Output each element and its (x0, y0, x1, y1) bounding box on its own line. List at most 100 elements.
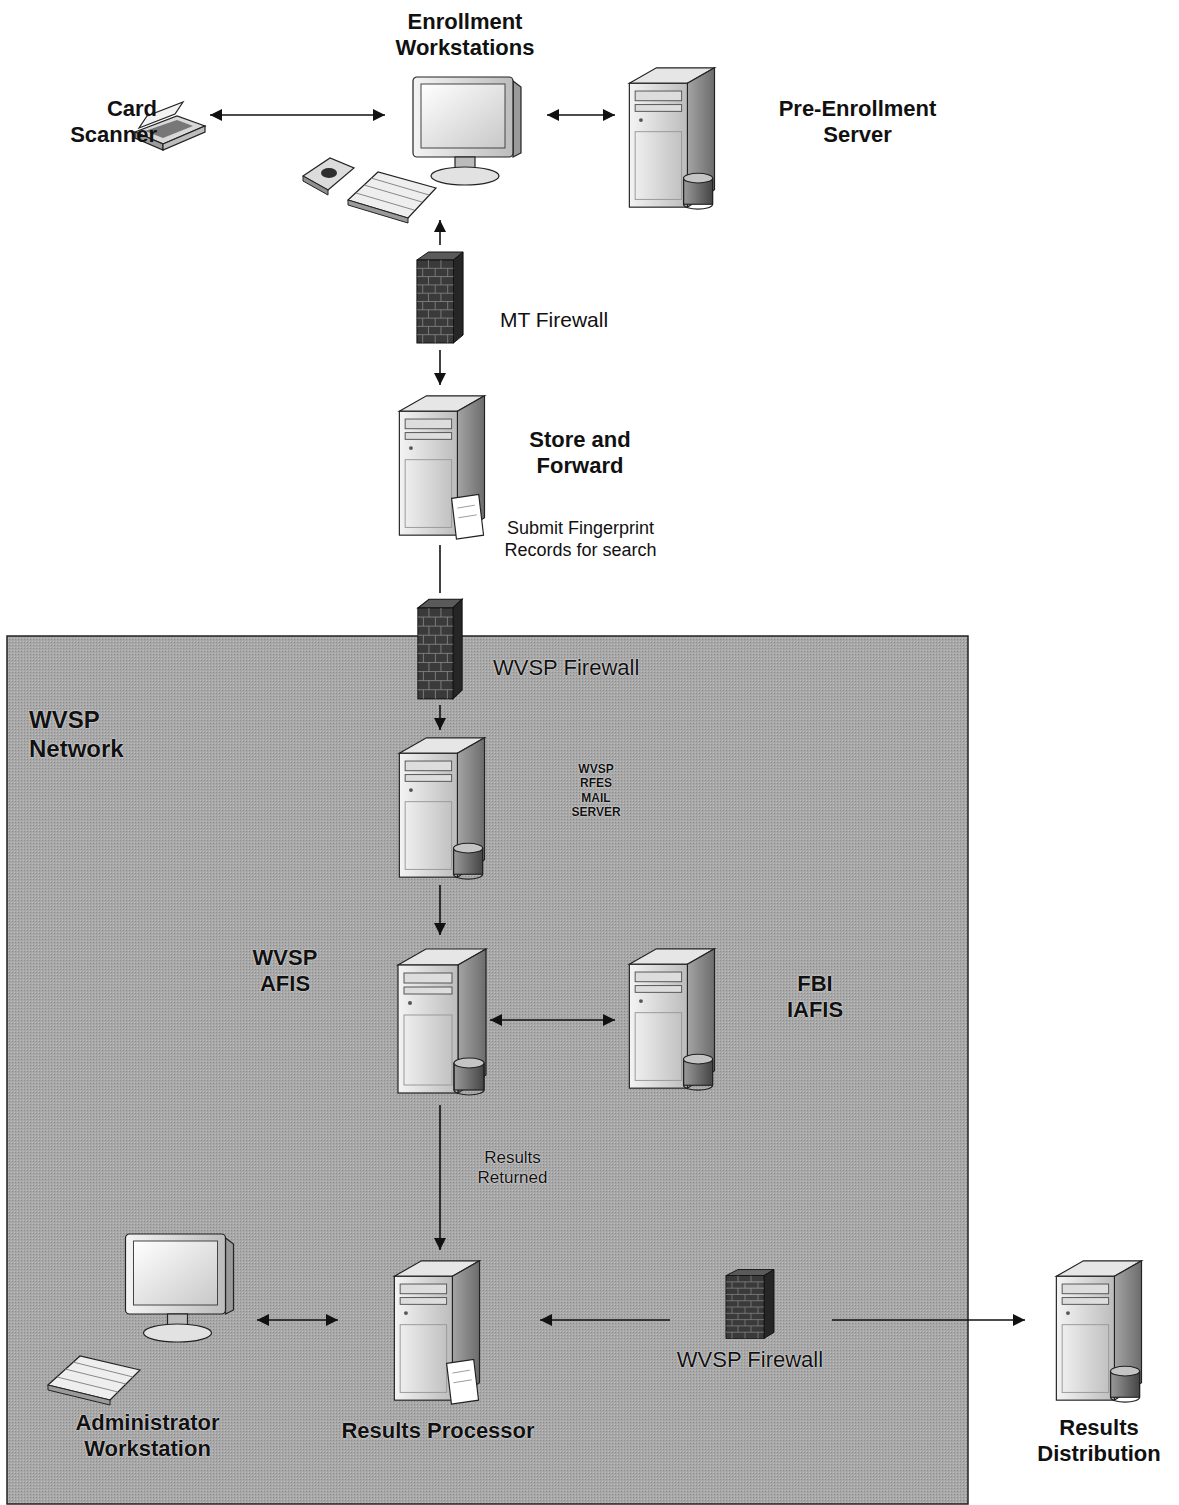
graphic-part (428, 662, 429, 671)
graphic-part (428, 310, 429, 318)
graphic-part (726, 1313, 764, 1314)
graphic-part (405, 802, 451, 870)
graphic-part (440, 626, 441, 635)
graphic-part (399, 753, 457, 877)
server-icon (620, 943, 720, 1093)
graphic-part (440, 293, 441, 301)
server-icon (620, 62, 720, 212)
network-zone: WVSP NetworkWVSP FirewallWVSP RFES MAIL … (7, 636, 968, 1505)
graphic-part (400, 1325, 446, 1393)
graphic-part (684, 173, 713, 183)
graphic-part (629, 964, 687, 1088)
graphic-part (428, 681, 429, 690)
graphic-part (57, 1377, 118, 1392)
graphic-part (422, 335, 423, 343)
graphic-part (440, 277, 441, 285)
graphic-part (404, 1311, 408, 1315)
graphic-part (73, 1362, 133, 1377)
graphic-part (1062, 1284, 1108, 1294)
server-node: WVSP AFIS (240, 935, 490, 1105)
firewall-icon (724, 1268, 776, 1340)
keyboard-symbol (348, 172, 436, 223)
node-label: WVSP Network (29, 706, 159, 764)
graphic-part (405, 775, 451, 782)
graphic-part (738, 1288, 739, 1294)
graphic-part (399, 411, 457, 535)
graphic-part (404, 1015, 452, 1085)
graphic-part (435, 617, 436, 626)
graphic-part (398, 965, 458, 1093)
graphic-part (457, 505, 474, 508)
graphic-part (1066, 1311, 1070, 1315)
graphic-part (635, 986, 681, 993)
graphic-part (418, 608, 453, 699)
node-label: Store and Forward (510, 427, 650, 480)
graphic-part (726, 1288, 764, 1289)
server-icon (390, 943, 490, 1098)
graphic-part (428, 608, 429, 617)
graphic-part (356, 193, 414, 210)
graphic-part (447, 318, 448, 326)
node-label: Enrollment Workstations (385, 9, 545, 62)
graphic-part (404, 987, 452, 994)
graphic-part (751, 1276, 752, 1282)
graphic-part (418, 626, 453, 627)
graphic-part (440, 326, 441, 334)
graphic-part (738, 1276, 739, 1282)
graphic-part (1111, 1366, 1140, 1376)
graphic-part (629, 83, 687, 207)
graphic-part (764, 1270, 774, 1339)
graphic-part (371, 178, 429, 195)
graphic-part (452, 1370, 469, 1373)
connector-arrow (257, 1319, 338, 1321)
graphic-part (635, 132, 681, 200)
graphic-part (364, 185, 422, 202)
graphic-part (639, 999, 643, 1003)
connector-arrow (439, 885, 441, 935)
graphic-part (447, 1360, 479, 1405)
graphic-part (435, 302, 436, 310)
graphic-part (745, 1294, 746, 1300)
graphic-part (303, 176, 328, 195)
graphic-part (758, 1282, 759, 1288)
graphic-part (726, 1300, 764, 1301)
graphic-part (428, 260, 429, 268)
graphic-part (454, 843, 483, 853)
graphic-part (65, 1369, 126, 1384)
node-label: Results Distribution (1025, 1415, 1173, 1468)
graphic-part (435, 672, 436, 681)
connector-arrow (439, 705, 441, 730)
graphic-part (418, 662, 453, 663)
graphic-part (435, 635, 436, 644)
node-label: WVSP Firewall (670, 1347, 830, 1373)
connector-arrow (210, 114, 385, 116)
firewall-node: MT Firewall (400, 245, 650, 350)
graphic-part (440, 310, 441, 318)
graphic-part (423, 617, 424, 626)
graphic-part (458, 515, 476, 518)
graphic-part (404, 973, 452, 983)
node-label: WVSP Firewall (493, 655, 688, 681)
node-label: FBI IAFIS (770, 971, 860, 1024)
connector-arrow (540, 1319, 670, 1321)
graphic-part (417, 309, 454, 310)
graphic-part (758, 1320, 759, 1326)
graphic-part (732, 1282, 733, 1288)
graphic-part (453, 252, 463, 343)
graphic-part (418, 644, 453, 645)
graphic-part (758, 1332, 759, 1338)
graphic-part (400, 1284, 446, 1294)
graphic-part (758, 1307, 759, 1313)
graphic-part (1062, 1298, 1108, 1305)
graphic-part (745, 1282, 746, 1288)
graphic-part (447, 672, 448, 681)
graphic-part (405, 761, 451, 771)
graphic-part (440, 644, 441, 653)
graphic-part (726, 1276, 764, 1339)
server-icon (390, 732, 490, 882)
graphic-part (423, 672, 424, 681)
server-node: FBI IAFIS (615, 935, 865, 1100)
graphic-part (751, 1288, 752, 1294)
graphic-part (409, 788, 413, 792)
graphic-part (417, 276, 454, 277)
